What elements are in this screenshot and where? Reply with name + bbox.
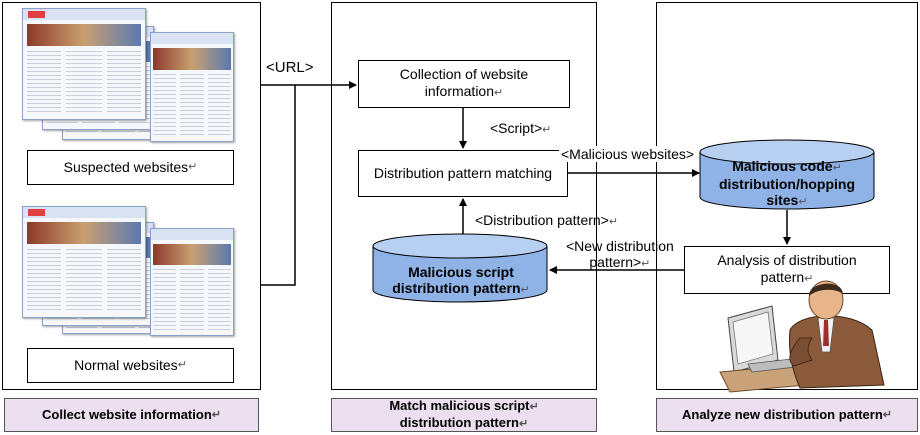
malicious-script-db-line2: distribution pattern [392, 280, 521, 296]
new-distribution-pattern-label: <New distribution pattern>↵ [566, 238, 674, 270]
matching-label: Distribution pattern matching [373, 165, 553, 181]
matching-box: Distribution pattern matching [358, 150, 568, 197]
collection-line2: information [424, 83, 495, 99]
distribution-pattern-label: <Distribution pattern>↵ [475, 212, 619, 228]
analyze-footer: Analyze new distribution pattern↵ [656, 398, 918, 432]
normal-websites-label: Normal websites [74, 357, 178, 373]
malicious-script-db-line1: Malicious script [408, 264, 514, 280]
analyst-illustration [719, 280, 885, 393]
website-screenshot [22, 206, 146, 318]
match-footer-line1: Match malicious script [389, 398, 530, 413]
analyze-footer-label: Analyze new distribution pattern [681, 407, 883, 422]
collect-footer: Collect website information↵ [4, 398, 259, 432]
normal-websites-box: Normal websites↵ [27, 348, 234, 383]
collect-footer-label: Collect website information [42, 407, 212, 422]
analysis-line2: pattern [760, 269, 805, 285]
website-screenshot [150, 228, 234, 336]
malicious-code-db-cylinder [699, 139, 875, 210]
website-screenshot [22, 8, 146, 120]
suspected-websites-image [22, 8, 242, 148]
malicious-code-db-label: Malicious code↵ distribution/hopping sit… [718, 158, 856, 208]
malicious-script-db-cylinder [372, 233, 548, 303]
collection-box: Collection of website information↵ [358, 60, 570, 108]
malicious-script-db-label: Malicious script distribution pattern↵ [392, 264, 530, 296]
url-label: <URL> [266, 59, 314, 76]
malicious-websites-label: <Malicious websites> [559, 146, 697, 162]
malicious-code-db-line3: sites [766, 192, 799, 208]
match-footer-line2: distribution pattern [399, 415, 519, 430]
collection-line1: Collection of website [399, 66, 529, 82]
suspected-websites-label: Suspected websites [63, 159, 189, 175]
website-screenshot [150, 32, 234, 142]
malicious-code-db-line2: distribution/hopping [718, 176, 856, 192]
analysis-box: Analysis of distribution pattern↵ [684, 246, 890, 294]
normal-websites-image [22, 206, 242, 346]
analysis-line1: Analysis of distribution [717, 252, 857, 268]
suspected-websites-box: Suspected websites↵ [27, 150, 234, 185]
url-connector-line [261, 84, 296, 286]
malicious-code-db-line1: Malicious code [732, 158, 833, 174]
match-footer: Match malicious script↵ distribution pat… [331, 398, 597, 432]
script-label: <Script>↵ [490, 120, 552, 136]
